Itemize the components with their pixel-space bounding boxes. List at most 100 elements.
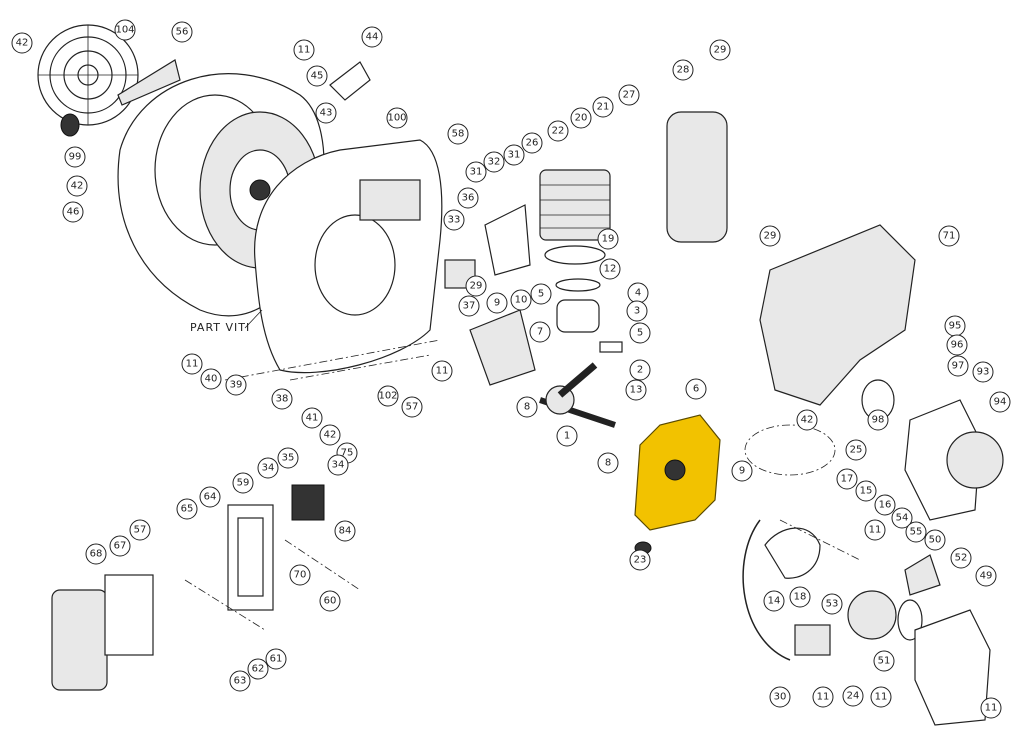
- callout-99: 99: [64, 146, 86, 168]
- callout-50: 50: [924, 529, 946, 551]
- callout-94: 94: [989, 391, 1011, 413]
- callout-number: 11: [875, 692, 888, 703]
- callout-number: 84: [339, 526, 352, 537]
- callout-9: 9: [486, 292, 508, 314]
- callout-42: 42: [319, 424, 341, 446]
- callout-bubble: [556, 425, 578, 447]
- callout-54: 54: [891, 507, 913, 529]
- callout-13: 13: [625, 379, 647, 401]
- callout-bubble: [458, 295, 480, 317]
- callout-number: 4: [635, 288, 641, 299]
- callout-96: 96: [946, 334, 968, 356]
- callout-bubble: [431, 360, 453, 382]
- callout-number: 46: [67, 207, 80, 218]
- callout-number: 31: [470, 167, 483, 178]
- callout-40: 40: [200, 368, 222, 390]
- callout-57: 57: [129, 519, 151, 541]
- callout-bubble: [486, 292, 508, 314]
- callout-104: 104: [114, 19, 136, 41]
- starter-cover-93: [904, 399, 981, 521]
- callout-bubble: [547, 120, 569, 142]
- callout-bubble: [225, 374, 247, 396]
- callout-29: 29: [709, 39, 731, 61]
- callout-number: 36: [462, 193, 475, 204]
- callout-9: 9: [731, 460, 753, 482]
- callout-97: 97: [947, 355, 969, 377]
- callout-number: 68: [90, 549, 103, 560]
- callout-bubble: [516, 396, 538, 418]
- callout-bubble: [980, 697, 1002, 719]
- callout-bubble: [229, 670, 251, 692]
- callout-number: 19: [602, 234, 615, 245]
- callout-65: 65: [176, 498, 198, 520]
- callout-number: 37: [463, 301, 476, 312]
- handle-56: [117, 59, 181, 106]
- callout-34: 34: [327, 454, 349, 476]
- callout-bubble: [891, 507, 913, 529]
- callout-45: 45: [306, 65, 328, 87]
- callout-28: 28: [672, 59, 694, 81]
- callout-number: 94: [994, 397, 1007, 408]
- callout-number: 61: [270, 654, 283, 665]
- callout-60: 60: [319, 590, 341, 612]
- callout-number: 32: [488, 157, 501, 168]
- callout-11: 11: [431, 360, 453, 382]
- callout-number: 53: [826, 599, 839, 610]
- callout-bubble: [529, 321, 551, 343]
- callout-bubble: [905, 521, 927, 543]
- callout-84: 84: [334, 520, 356, 542]
- callout-number: 62: [252, 664, 265, 675]
- callout-8: 8: [516, 396, 538, 418]
- callout-11: 11: [870, 686, 892, 708]
- callout-bubble: [377, 385, 399, 407]
- callout-bubble: [85, 543, 107, 565]
- callout-bubble: [66, 175, 88, 197]
- callout-bubble: [114, 19, 136, 41]
- callout-34: 34: [257, 457, 279, 479]
- callout-number: 55: [910, 527, 923, 538]
- callout-bubble: [11, 32, 33, 54]
- callout-42: 42: [796, 409, 818, 431]
- callout-42: 42: [66, 175, 88, 197]
- callout-5: 5: [629, 322, 651, 344]
- callout-bubble: [64, 146, 86, 168]
- callout-bubble: [870, 686, 892, 708]
- callout-58: 58: [447, 123, 469, 145]
- callout-bubble: [176, 498, 198, 520]
- callout-number: 42: [16, 38, 29, 49]
- callout-24: 24: [842, 685, 864, 707]
- callout-number: 34: [332, 460, 345, 471]
- callout-number: 11: [298, 45, 311, 56]
- starter-94: [946, 431, 1004, 489]
- callout-bubble: [319, 590, 341, 612]
- callout-bubble: [265, 648, 287, 670]
- callout-51: 51: [873, 650, 895, 672]
- callout-number: 71: [943, 231, 956, 242]
- callout-number: 63: [234, 676, 247, 687]
- callout-bubble: [247, 658, 269, 680]
- callout-number: 29: [764, 231, 777, 242]
- callout-bubble: [836, 468, 858, 490]
- callout-bubble: [759, 225, 781, 247]
- callout-bubble: [306, 65, 328, 87]
- callout-23: 23: [629, 549, 651, 571]
- callout-bubble: [812, 686, 834, 708]
- callout-bubble: [950, 547, 972, 569]
- rings-12: [555, 278, 601, 292]
- callout-38: 38: [271, 388, 293, 410]
- callout-bubble: [200, 368, 222, 390]
- callout-bubble: [129, 519, 151, 541]
- callout-bubble: [62, 201, 84, 223]
- callout-10: 10: [510, 289, 532, 311]
- callout-7: 7: [529, 321, 551, 343]
- callout-number: 9: [739, 466, 745, 477]
- callout-49: 49: [975, 565, 997, 587]
- callout-35: 35: [277, 447, 299, 469]
- callout-bubble: [763, 590, 785, 612]
- callout-number: 11: [869, 525, 882, 536]
- callout-16: 16: [874, 494, 896, 516]
- callout-11: 11: [812, 686, 834, 708]
- callout-bubble: [232, 472, 254, 494]
- callout-number: 29: [470, 281, 483, 292]
